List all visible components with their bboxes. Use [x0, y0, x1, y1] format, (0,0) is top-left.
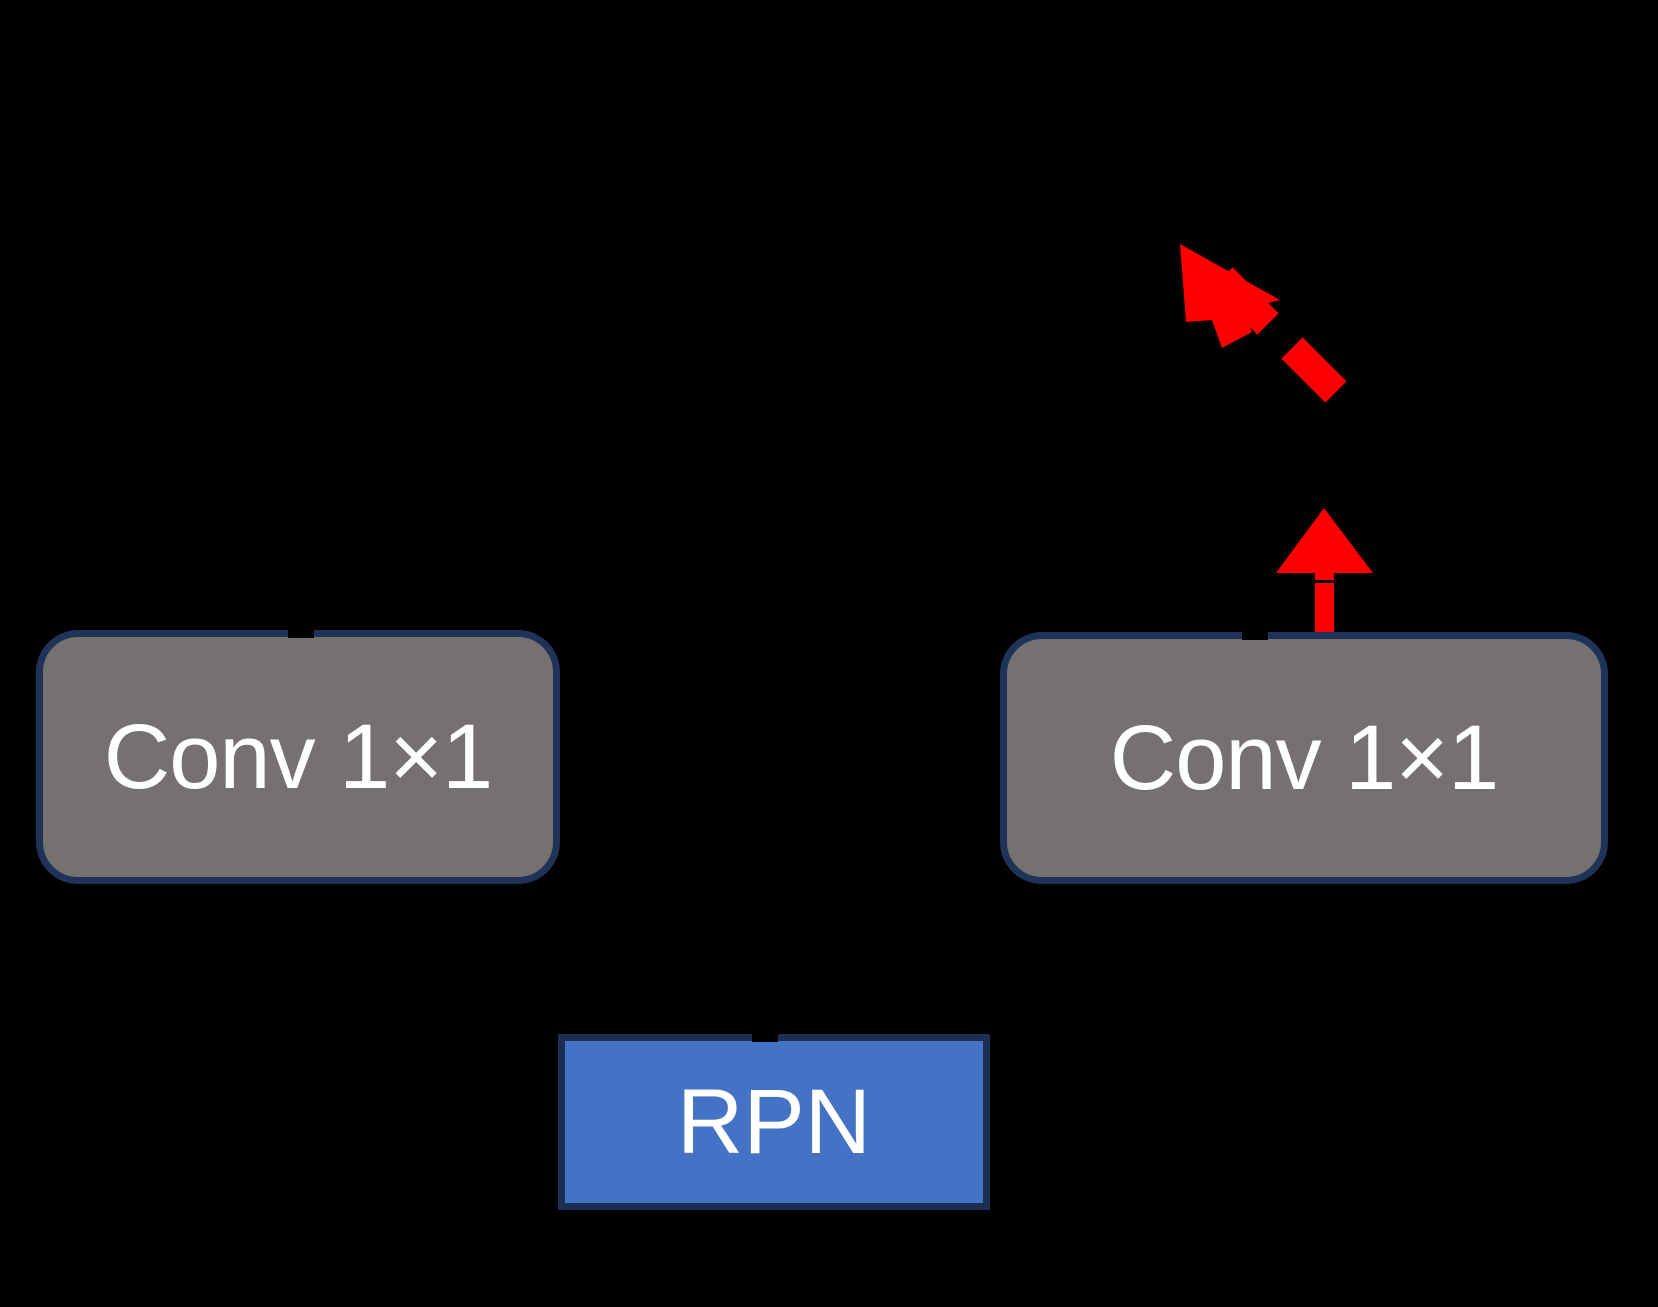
node-conv-left-label: Conv 1×1: [103, 706, 493, 808]
node-conv-right-label: Conv 1×1: [1109, 707, 1499, 809]
node-rpn[interactable]: RPN: [558, 1034, 990, 1210]
connector-notch-conv-right: [1242, 626, 1268, 640]
node-conv-left[interactable]: Conv 1×1: [36, 630, 560, 884]
connector-notch-conv-left: [288, 624, 314, 638]
node-rpn-label: RPN: [676, 1071, 872, 1173]
arrow-vertical-red-icon: [1276, 508, 1373, 635]
connector-notch-rpn: [752, 1028, 778, 1042]
arrow-diagonal-red-icon: [1180, 244, 1347, 403]
node-conv-right[interactable]: Conv 1×1: [1000, 632, 1608, 884]
